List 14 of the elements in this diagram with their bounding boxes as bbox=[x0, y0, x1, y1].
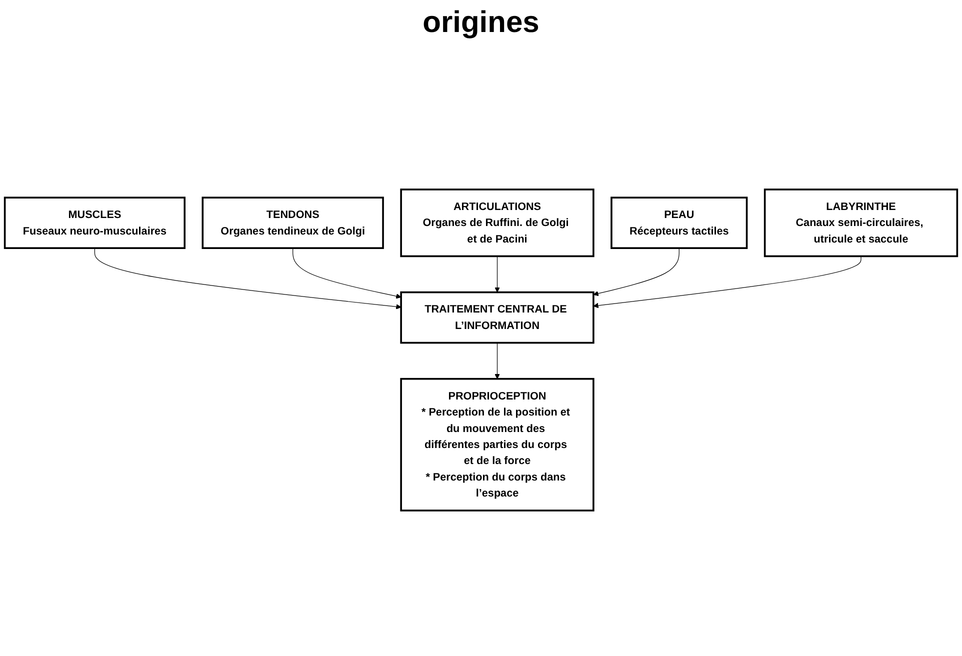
node-box: MUSCLES Fuseaux neuro-musculaires bbox=[4, 196, 186, 249]
node-box: PROPRIOCEPTION * Perception de la position et du mouvement des différentes parties du corps et de la force * Perception du corps dans l’espace bbox=[400, 378, 594, 512]
title: origines bbox=[422, 6, 540, 40]
arrow bbox=[593, 256, 862, 308]
node-box: TRAITEMENT CENTRAL DE L’INFORMATION bbox=[400, 291, 594, 344]
arrow bbox=[494, 342, 500, 380]
node-box: TENDONS Organes tendineux de Golgi bbox=[202, 196, 384, 249]
arrow bbox=[292, 248, 402, 299]
arrow bbox=[94, 248, 402, 310]
arrow bbox=[593, 248, 680, 296]
node-box: PEAU Récepteurs tactiles bbox=[610, 196, 748, 249]
arrow bbox=[494, 256, 500, 293]
node-box: LABYRINTHE Canaux semi-circulaires, utricule et saccule bbox=[764, 188, 958, 258]
node-box: ARTICULATIONS Organes de Ruffini. de Golgi et de Pacini bbox=[400, 188, 594, 258]
